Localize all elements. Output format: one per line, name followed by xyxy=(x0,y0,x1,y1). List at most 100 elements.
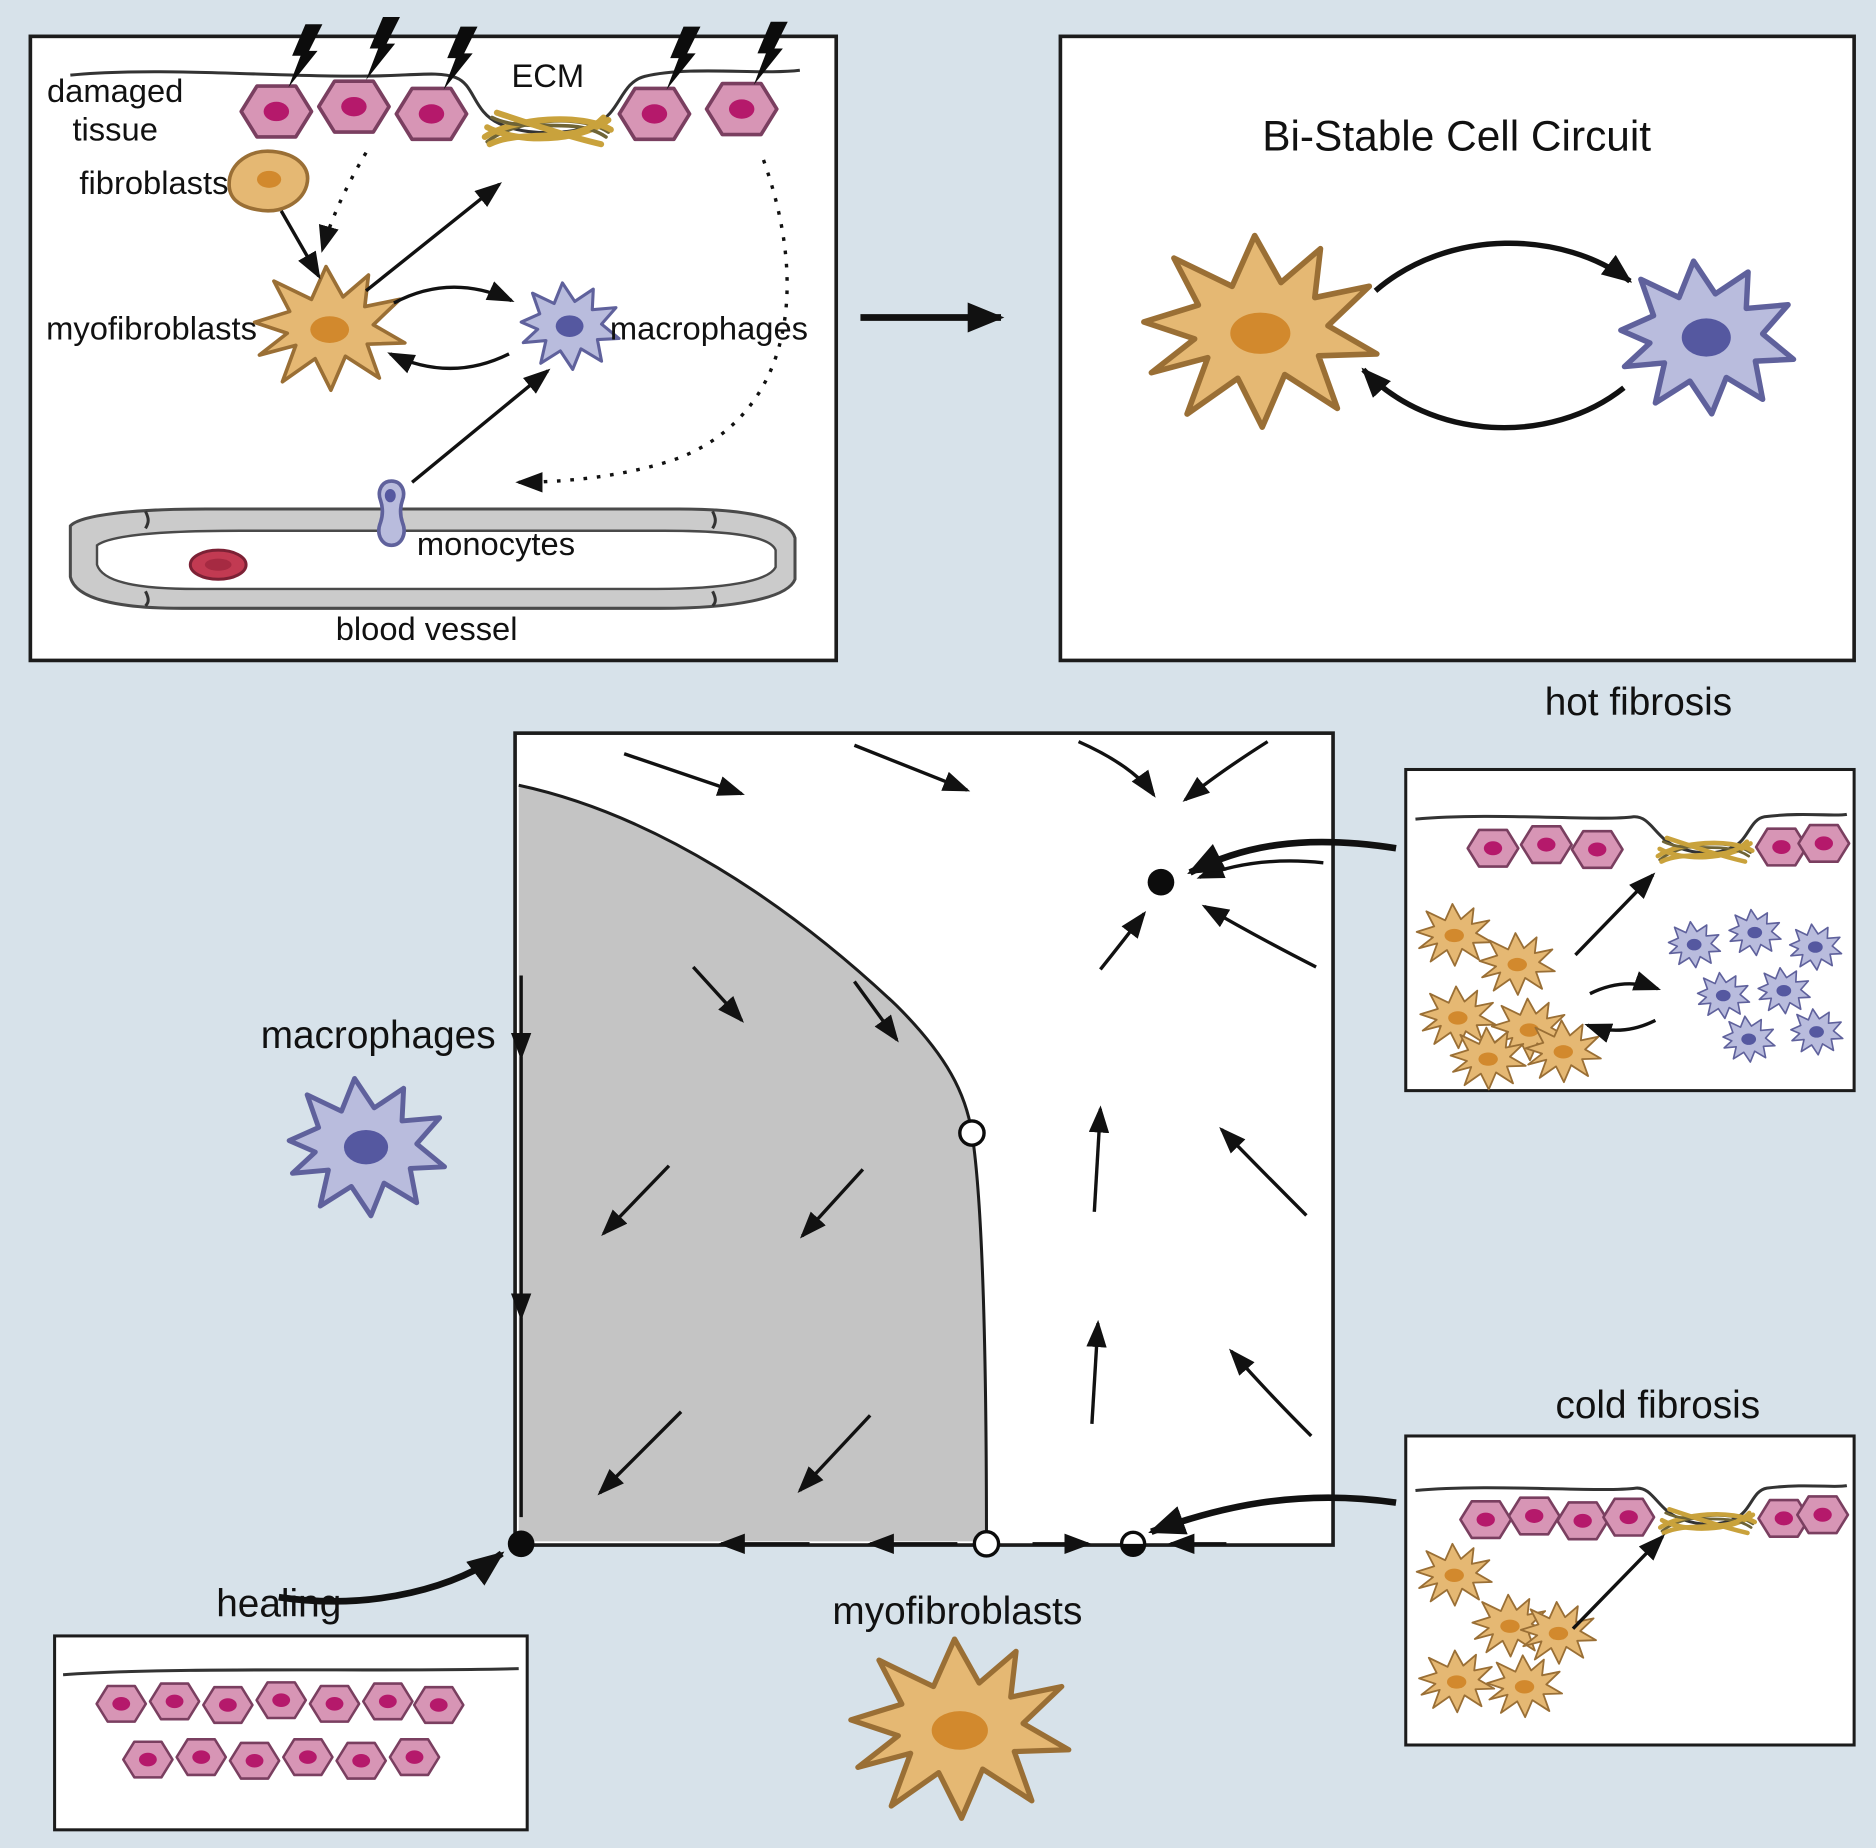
flow-arrow xyxy=(1088,1105,1110,1212)
healing-to-fixed-point-arrow xyxy=(278,1550,505,1605)
epithelium-surface-line xyxy=(1415,1484,1848,1526)
epithelium-surface-line xyxy=(1415,812,1848,855)
damage-to-monocyte-dotted-arrow xyxy=(515,159,789,493)
epithelial-cell xyxy=(316,79,391,134)
epithelial-cell xyxy=(239,84,314,139)
flow-arrow xyxy=(601,1164,671,1237)
separatrix-curve xyxy=(518,783,988,1542)
myofibroblast-to-macrophage-arrow xyxy=(393,281,515,305)
y-axis-legend: macrophages xyxy=(261,1014,496,1216)
macrophage-to-myofibroblast-arrow xyxy=(1584,1018,1657,1043)
flow-arrow xyxy=(1086,1319,1107,1424)
epithelial-cell xyxy=(335,1741,388,1780)
wound-panel: damaged tissue ECM fibroblasts myofibrob… xyxy=(28,16,839,663)
myofibroblast-to-ecm-arrow xyxy=(364,182,502,293)
epithelial-cell xyxy=(1796,1495,1850,1535)
flow-arrow xyxy=(1201,904,1317,969)
epithelial-cell xyxy=(1466,828,1520,868)
flow-arrow xyxy=(1077,740,1156,798)
cold-fibrosis-fixed-point xyxy=(1119,1530,1147,1558)
cluster-to-ecm-arrow xyxy=(1571,1534,1666,1630)
fibroblasts-label: fibroblasts xyxy=(79,164,228,201)
vessel-lumen xyxy=(95,529,777,591)
epithelial-cell xyxy=(1570,829,1624,870)
epithelial-cell xyxy=(361,1682,414,1721)
hot-fibrosis-to-fixed-point-arrow xyxy=(1187,838,1397,876)
monocyte-cell xyxy=(377,479,406,548)
flow-arrow xyxy=(1229,1348,1313,1438)
epithelial-cell xyxy=(202,1685,254,1725)
flow-arrow xyxy=(853,743,971,792)
monocytes-label: monocytes xyxy=(417,525,575,562)
healing-panel: healing xyxy=(53,1550,529,1832)
macrophage-to-myofibroblast-arrow xyxy=(387,352,510,374)
epithelial-cell xyxy=(228,1741,281,1780)
fixed-points xyxy=(507,868,1175,1558)
myofibroblasts-label: myofibroblasts xyxy=(46,309,257,346)
flow-arrow xyxy=(597,1410,683,1496)
macrophage-to-myofibroblast-feedback-arrow xyxy=(1361,367,1626,431)
fibroblast-cell xyxy=(227,149,310,213)
blood-vessel-label: blood vessel xyxy=(336,610,518,647)
ecm-label: ECM xyxy=(511,57,584,94)
flow-arrows xyxy=(510,740,1324,1555)
vessel-wall-segment xyxy=(711,510,717,530)
epithelial-cell xyxy=(281,1738,334,1777)
blood-vessel xyxy=(68,507,797,610)
epithelial-cell xyxy=(1459,1499,1513,1540)
epithelial-cell xyxy=(1797,823,1851,864)
monocyte-to-macrophage-arrow xyxy=(411,368,551,484)
flow-arrow xyxy=(1182,740,1269,802)
fibroblast-to-myofibroblast-arrow xyxy=(279,210,321,280)
cold-fibrosis-to-fixed-point-arrow xyxy=(1148,1494,1397,1535)
epithelial-cell xyxy=(412,1685,465,1725)
myofibroblast-to-macrophage-arrow xyxy=(1589,971,1662,996)
x-axis-label: myofibroblasts xyxy=(832,1590,1082,1633)
flow-arrow xyxy=(1219,1126,1308,1217)
epithelial-cell xyxy=(122,1740,174,1779)
y-axis-label: macrophages xyxy=(261,1014,496,1057)
macrophage-cell xyxy=(289,1078,444,1215)
hot-fibrosis-panel: hot fibrosis xyxy=(1187,681,1856,1093)
healing-fixed-point xyxy=(507,1530,535,1558)
healing-frame xyxy=(53,1634,529,1832)
healing-basin-region xyxy=(518,785,987,1542)
myofibroblast-to-macrophage-feedback-arrow xyxy=(1373,240,1633,293)
damage-to-fibroblast-dotted-arrow xyxy=(318,151,368,253)
flow-arrow xyxy=(691,965,744,1023)
epithelial-cell xyxy=(175,1738,228,1777)
red-blood-cell xyxy=(188,548,248,581)
hot-fibrosis-fixed-point xyxy=(1147,868,1175,896)
flow-arrow xyxy=(1099,911,1147,971)
epithelial-cell xyxy=(394,86,469,142)
epithelial-cell xyxy=(148,1682,201,1721)
wound-panel-labels: damaged tissue ECM fibroblasts myofibrob… xyxy=(46,57,808,647)
epithelial-cell xyxy=(1754,827,1809,867)
vessel-wall-segment xyxy=(711,590,717,607)
damaged-tissue-label-line2: tissue xyxy=(72,111,157,148)
myofibroblast-cell xyxy=(851,1639,1069,1818)
epithelial-cell xyxy=(1519,824,1573,865)
wound-panel-arrows xyxy=(279,151,789,493)
cold-fibrosis-panel: cold fibrosis xyxy=(1148,1384,1856,1747)
flow-arrow xyxy=(853,980,899,1043)
epithelial-cell xyxy=(255,1681,308,1720)
saddle-fixed-point xyxy=(958,1119,986,1147)
boundary-unstable-fixed-point xyxy=(972,1530,1001,1558)
epithelial-cell xyxy=(1507,1496,1561,1536)
epithelial-cell xyxy=(388,1738,441,1777)
epithelial-cell xyxy=(1556,1501,1610,1541)
cold-fibrosis-label: cold fibrosis xyxy=(1555,1384,1760,1427)
x-axis-legend: myofibroblasts xyxy=(832,1590,1082,1818)
vessel-wall-segment xyxy=(144,510,150,530)
circuit-title: Bi-Stable Cell Circuit xyxy=(1262,112,1651,159)
epithelial-cell xyxy=(95,1684,148,1723)
epithelial-cell xyxy=(1602,1497,1656,1537)
damaged-tissue-label-line1: damaged xyxy=(47,72,183,109)
flow-arrow xyxy=(799,1168,865,1239)
hot-fibrosis-label: hot fibrosis xyxy=(1545,681,1732,724)
flow-arrow xyxy=(623,752,745,796)
epithelium-surface-line xyxy=(62,1667,519,1677)
macrophages-label: macrophages xyxy=(610,309,808,346)
